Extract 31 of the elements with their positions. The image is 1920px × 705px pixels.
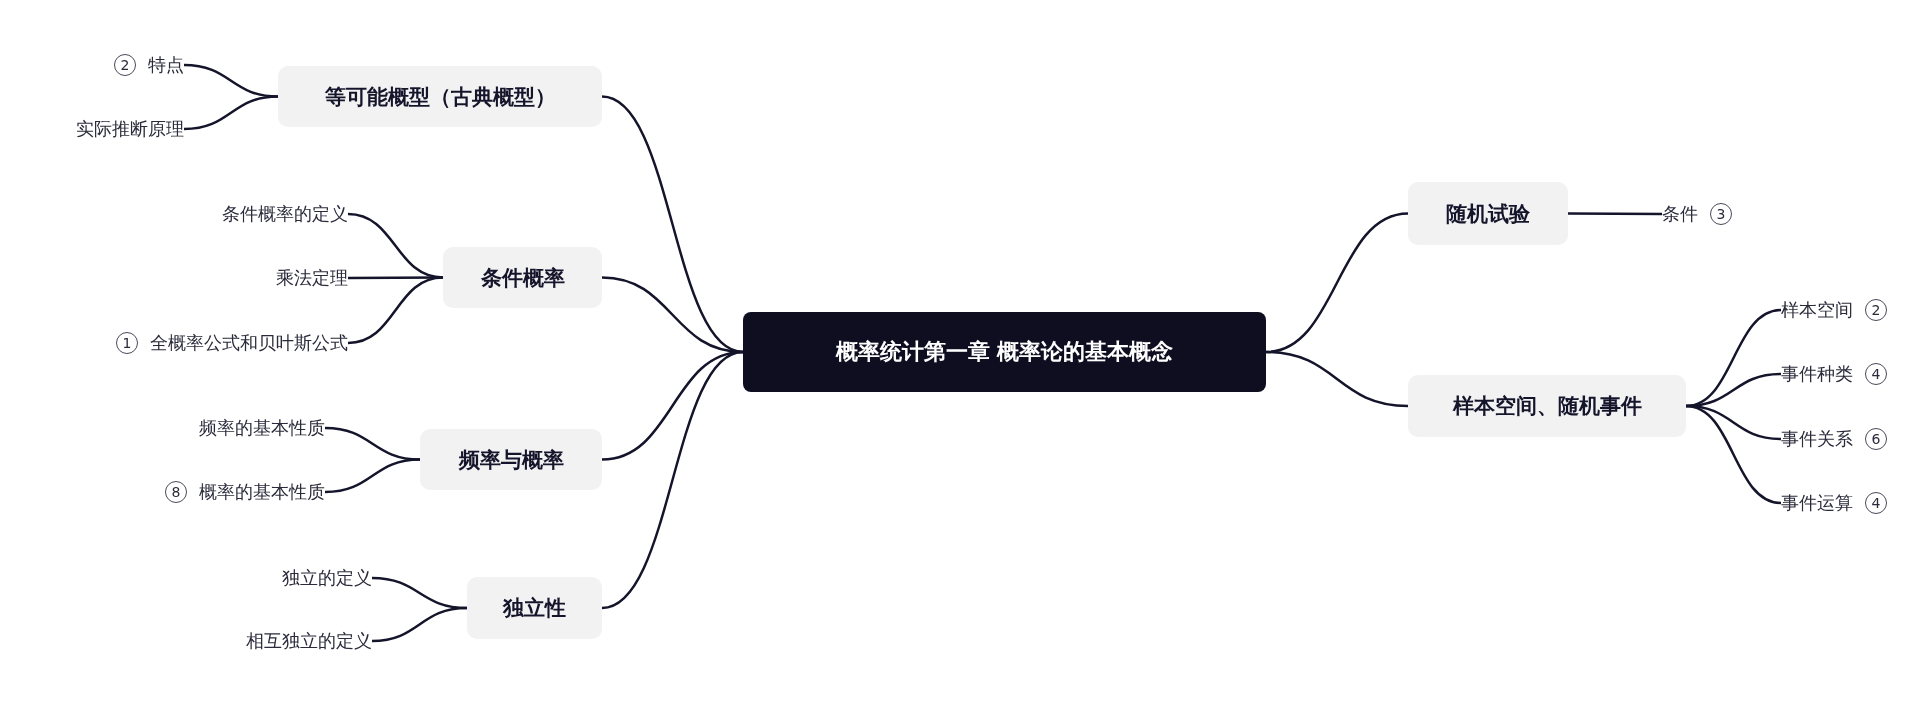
topic-box: 等可能概型（古典概型）: [278, 66, 602, 127]
connector-line: [1265, 350, 1409, 408]
subtopic-label: 特点: [148, 53, 184, 77]
connector-line: [1568, 212, 1662, 216]
topic-box: 随机试验: [1408, 182, 1568, 245]
subtopic-label: 事件运算: [1781, 491, 1853, 515]
subtopic-label: 样本空间: [1781, 298, 1853, 322]
connector-line: [348, 276, 443, 280]
connector-line: [324, 458, 421, 494]
subtopic-label: 全概率公式和贝叶斯公式: [150, 331, 348, 355]
topic-box: 条件概率: [443, 247, 602, 308]
subtopic-label: 事件种类: [1781, 362, 1853, 386]
subtopic-label: 频率的基本性质: [199, 416, 325, 440]
subtopic-label: 事件关系: [1781, 427, 1853, 451]
connector-line: [183, 95, 279, 131]
connector-line: [601, 95, 744, 354]
subtopic-label: 条件: [1662, 202, 1698, 226]
subtopic-label: 相互独立的定义: [246, 629, 372, 653]
topic-box: 独立性: [467, 577, 602, 639]
subtopic-label: 实际推断原理: [76, 117, 184, 141]
connector-line: [347, 276, 444, 345]
subtopic-label: 乘法定理: [276, 266, 348, 290]
subtopic-label: 概率的基本性质: [199, 480, 325, 504]
connector-line: [371, 606, 468, 643]
connector-line: [601, 350, 744, 610]
central-topic: 概率统计第一章 概率论的基本概念: [743, 312, 1266, 392]
topic-box: 频率与概率: [420, 429, 602, 490]
subtopic-label: 独立的定义: [282, 566, 372, 590]
topic-box: 样本空间、随机事件: [1408, 375, 1686, 437]
subtopic-label: 条件概率的定义: [222, 202, 348, 226]
connector-line: [1685, 404, 1782, 505]
